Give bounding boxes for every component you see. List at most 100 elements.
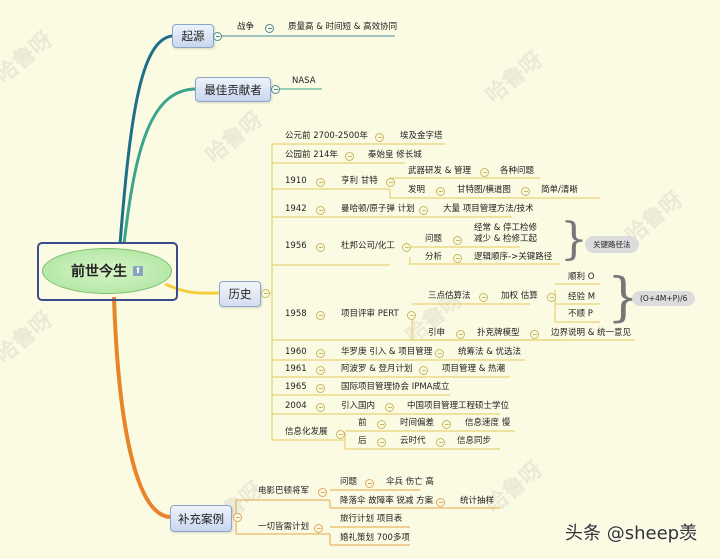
collapse-icon[interactable] <box>377 420 386 429</box>
node[interactable]: 1910 <box>285 176 307 186</box>
node[interactable]: 引申 <box>428 328 446 338</box>
node[interactable]: 加权 估算 <box>501 291 538 301</box>
node[interactable]: 阿波罗 & 登月计划 <box>341 364 413 374</box>
collapse-icon[interactable] <box>365 479 374 488</box>
node[interactable]: 华罗庚 引入 & 项目管理 <box>341 347 433 357</box>
collapse-icon[interactable] <box>233 513 242 522</box>
node-war[interactable]: 战争 <box>237 22 255 32</box>
node[interactable]: 逻辑顺序->关键路径 <box>474 252 553 262</box>
collapse-icon[interactable] <box>419 366 428 375</box>
collapse-icon[interactable] <box>316 349 325 358</box>
node[interactable]: 公园前 214年 <box>285 150 338 160</box>
node[interactable]: 1960 <box>285 347 307 357</box>
node[interactable]: 信息速度 慢 <box>465 418 511 428</box>
collapse-icon[interactable] <box>265 24 274 33</box>
node[interactable]: 统筹法 & 优选法 <box>458 347 522 357</box>
node[interactable]: 亨利 甘特 <box>341 176 378 186</box>
node[interactable]: 杜邦公司/化工 <box>341 241 395 251</box>
node[interactable]: 武器研发 & 管理 <box>408 166 472 176</box>
node[interactable]: 1942 <box>285 204 307 214</box>
node[interactable]: 一切皆需计划 <box>258 522 310 532</box>
summary-critical-path[interactable]: 关键路径法 <box>585 236 639 253</box>
collapse-icon[interactable] <box>530 330 539 339</box>
node[interactable]: 项目管理 & 热潮 <box>442 364 506 374</box>
node[interactable]: 电影巴顿将军 <box>258 486 310 496</box>
collapse-icon[interactable] <box>547 293 556 302</box>
collapse-icon[interactable] <box>316 178 325 187</box>
attachment-icon[interactable]: ⬆ <box>133 266 143 276</box>
collapse-icon[interactable] <box>316 366 325 375</box>
collapse-icon[interactable] <box>453 236 462 245</box>
summary-pert-formula[interactable]: (O+4M+P)/6 <box>632 291 696 306</box>
node[interactable]: 边界说明 & 统一意见 <box>551 328 632 338</box>
collapse-icon[interactable] <box>316 403 325 412</box>
node[interactable]: 各种问题 <box>500 166 535 176</box>
node[interactable]: 分析 <box>425 252 443 262</box>
collapse-icon[interactable] <box>345 152 354 161</box>
node[interactable]: 甘特图/横道图 <box>457 185 511 195</box>
node[interactable]: 后 <box>358 436 367 446</box>
node[interactable]: 顺利 O <box>568 272 595 282</box>
node[interactable]: 问题 <box>340 477 358 487</box>
collapse-icon[interactable] <box>271 85 280 94</box>
node[interactable]: 埃及金字塔 <box>400 131 443 141</box>
collapse-icon[interactable] <box>436 438 445 447</box>
node[interactable]: 三点估算法 <box>428 291 471 301</box>
collapse-icon[interactable] <box>316 384 325 393</box>
node[interactable]: 扑克牌模型 <box>477 328 520 338</box>
collapse-icon[interactable] <box>480 168 489 177</box>
node[interactable]: 中国项目管理工程硕士学位 <box>407 401 510 411</box>
node[interactable]: 不顺 P <box>568 309 593 319</box>
collapse-icon[interactable] <box>213 32 222 41</box>
node[interactable]: 1956 <box>285 241 307 251</box>
collapse-icon[interactable] <box>336 430 345 439</box>
node[interactable]: 时间偏差 <box>400 418 435 428</box>
node[interactable]: 秦始皇 修长城 <box>368 150 422 160</box>
node[interactable]: 简单/清晰 <box>541 185 578 195</box>
node[interactable]: 公元前 2700-2500年 <box>285 131 369 141</box>
node-cases[interactable]: 补充案例 <box>170 505 232 532</box>
node[interactable]: 经验 M <box>568 292 596 302</box>
node[interactable]: 伞兵 伤亡 高 <box>386 477 434 487</box>
node[interactable]: 1958 <box>285 309 307 319</box>
collapse-icon[interactable] <box>316 206 325 215</box>
collapse-icon[interactable] <box>479 293 488 302</box>
collapse-icon[interactable] <box>442 420 451 429</box>
collapse-icon[interactable] <box>377 438 386 447</box>
collapse-icon[interactable] <box>316 311 325 320</box>
node-best-contributor[interactable]: 最佳贡献者 <box>195 77 271 102</box>
node[interactable]: 统计抽样 <box>460 496 495 506</box>
node[interactable]: 国际项目管理协会 IPMA成立 <box>341 382 450 392</box>
center-node[interactable]: 前世今生 ⬆ <box>42 248 172 294</box>
collapse-icon[interactable] <box>407 311 416 320</box>
node[interactable]: 婚礼策划 700多项 <box>340 533 410 543</box>
collapse-icon[interactable] <box>261 289 270 298</box>
node-origin[interactable]: 起源 <box>172 24 214 48</box>
node[interactable]: 项目评审 PERT <box>341 309 399 319</box>
collapse-icon[interactable] <box>385 403 394 412</box>
node[interactable]: 2004 <box>285 401 307 411</box>
node[interactable]: 云时代 <box>400 436 426 446</box>
collapse-icon[interactable] <box>386 178 395 187</box>
node-history[interactable]: 历史 <box>219 281 261 307</box>
collapse-icon[interactable] <box>316 243 325 252</box>
collapse-icon[interactable] <box>456 330 465 339</box>
node[interactable]: 发明 <box>408 185 426 195</box>
collapse-icon[interactable] <box>402 243 411 252</box>
node[interactable]: 曼哈顿/原子弹 计划 <box>341 204 415 214</box>
node[interactable]: 前 <box>358 418 367 428</box>
node[interactable]: 降落伞 故障率 锐减 方案 <box>340 496 434 506</box>
node[interactable]: 1965 <box>285 382 307 392</box>
collapse-icon[interactable] <box>375 133 384 142</box>
collapse-icon[interactable] <box>453 254 462 263</box>
collapse-icon[interactable] <box>435 349 444 358</box>
node[interactable]: 引入国内 <box>341 401 376 411</box>
collapse-icon[interactable] <box>318 488 327 497</box>
collapse-icon[interactable] <box>314 524 323 533</box>
node[interactable]: 信息同步 <box>457 436 492 446</box>
node[interactable]: 减少 & 检修工起 <box>474 234 538 244</box>
collapse-icon[interactable] <box>436 187 445 196</box>
node[interactable]: 旅行计划 项目表 <box>340 514 403 524</box>
node[interactable]: 信息化发展 <box>285 427 328 437</box>
node[interactable]: 1961 <box>285 364 307 374</box>
